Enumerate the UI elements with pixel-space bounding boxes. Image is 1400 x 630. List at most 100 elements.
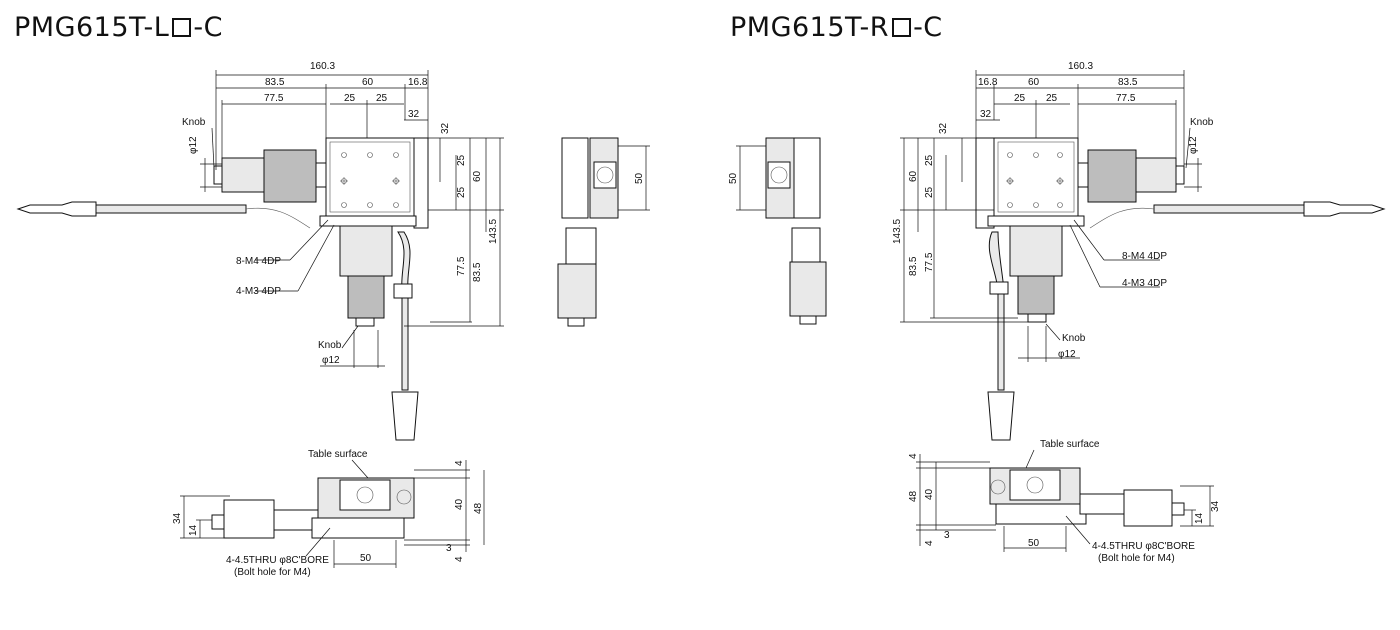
dim-left-60-v: 60 — [472, 170, 483, 182]
right-side-view — [736, 137, 827, 325]
dim-right-front-48: 48 — [908, 490, 919, 502]
model-title-right-prefix: PMG615T-R — [730, 12, 890, 43]
left-front-center-hole — [356, 486, 374, 504]
model-variant-box-icon — [172, 18, 192, 37]
dim-right-front-14: 14 — [1194, 512, 1205, 524]
dim-left-side-50: 50 — [634, 172, 645, 184]
dim-left-160-3: 160.3 — [310, 61, 335, 72]
left-cable-connector — [16, 201, 97, 217]
dim-right-side-50: 50 — [728, 172, 739, 184]
right-front-knob — [1171, 502, 1185, 516]
label-right-bolt-1: 4-4.5THRU φ8C'BORE — [1092, 541, 1195, 552]
right-mount-holes — [1006, 152, 1064, 208]
dim-right-83-5: 83.5 — [1118, 77, 1138, 88]
label-left-table-surface: Table surface — [308, 449, 368, 460]
right-carriage-plate — [987, 215, 1085, 227]
left-front-shaft — [273, 509, 319, 531]
left-top-view — [16, 137, 429, 441]
right-side-knob — [799, 315, 817, 325]
dim-left-77-5-v: 77.5 — [456, 256, 467, 276]
right-cable-horizontal — [1153, 204, 1305, 214]
dim-left-83-5-v: 83.5 — [472, 262, 483, 282]
model-title-right-suffix: -C — [913, 12, 943, 43]
dim-left-front-4-top: 4 — [454, 460, 465, 466]
dim-left-phi12-bottom: φ12 — [322, 355, 340, 366]
right-lower-motor — [1017, 275, 1055, 315]
dim-left-83-5: 83.5 — [265, 77, 285, 88]
right-stage-body — [993, 137, 1079, 217]
dim-right-32-top: 32 — [980, 109, 992, 120]
left-knob-bottom — [355, 317, 375, 327]
dim-right-front-4-top: 4 — [908, 453, 919, 459]
dim-right-front-34: 34 — [1210, 500, 1221, 512]
dim-right-32-side: 32 — [938, 122, 949, 134]
dim-right-25-v1: 25 — [924, 154, 935, 166]
model-title-right: PMG615T-R -C — [730, 12, 943, 43]
left-stage-table — [329, 141, 411, 213]
right-front-table — [1009, 469, 1061, 501]
dim-right-160-3: 160.3 — [1068, 61, 1093, 72]
label-right-bolt-2: (Bolt hole for M4) — [1098, 553, 1175, 564]
dim-left-32-top: 32 — [408, 109, 420, 120]
right-top-view — [975, 137, 1386, 441]
left-side-rail — [561, 137, 589, 219]
label-left-m3: 4-M3 4DP — [236, 286, 281, 297]
left-motor-body — [263, 149, 317, 203]
left-cable-vertical — [397, 231, 411, 391]
right-knob-bottom — [1027, 313, 1047, 323]
dim-right-front-3: 3 — [944, 530, 950, 541]
label-right-knob-bottom: Knob — [1062, 333, 1086, 344]
dim-right-16-8: 16.8 — [978, 77, 998, 88]
model-title-left: PMG615T-L -C — [14, 12, 223, 43]
dim-right-front-4-bottom: 4 — [924, 540, 935, 546]
right-side-bearing-circle — [770, 166, 788, 184]
left-cable-plug — [391, 391, 419, 441]
dim-left-front-14: 14 — [188, 524, 199, 536]
model-title-left-suffix: -C — [193, 12, 223, 43]
dim-left-front-48: 48 — [473, 502, 484, 514]
right-front-base — [995, 503, 1087, 525]
right-side-bearing — [767, 161, 791, 189]
right-side-mid — [791, 227, 821, 263]
dim-left-143-5: 143.5 — [488, 219, 499, 244]
label-right-m4: 8-M4 4DP — [1122, 251, 1167, 262]
dim-left-25b: 25 — [376, 93, 388, 104]
left-cable-clamp — [393, 283, 413, 299]
right-knob-top — [1175, 165, 1185, 185]
left-stage-body — [325, 137, 415, 217]
right-cable-clamp — [989, 281, 1009, 295]
model-title-left-prefix: PMG615T-L — [14, 12, 170, 43]
dim-right-phi12-side: φ12 — [1188, 136, 1199, 154]
left-side-view — [557, 137, 650, 327]
right-side-block — [975, 137, 995, 229]
left-side-block — [413, 137, 429, 229]
label-left-knob-bottom: Knob — [318, 340, 342, 351]
dim-right-25b: 25 — [1046, 93, 1058, 104]
left-motor-coupling — [315, 162, 327, 188]
left-side-mid — [565, 227, 597, 265]
left-front-knob-icon — [396, 489, 412, 505]
right-front-knob-icon — [990, 479, 1006, 495]
right-side-motor — [789, 261, 827, 317]
right-cable-plug — [987, 391, 1015, 441]
right-cable-connector — [1303, 201, 1386, 217]
dim-right-60-v: 60 — [908, 170, 919, 182]
dim-left-60: 60 — [362, 77, 374, 88]
left-front-motor — [223, 499, 275, 539]
right-stage-table — [997, 141, 1075, 213]
dim-right-60: 60 — [1028, 77, 1040, 88]
dim-left-77-5: 77.5 — [264, 93, 284, 104]
dim-right-25a: 25 — [1014, 93, 1026, 104]
dim-left-25-v2: 25 — [456, 186, 467, 198]
right-front-dimension-lines — [916, 449, 1214, 552]
label-left-m4: 8-M4 4DP — [236, 256, 281, 267]
left-motor-housing — [221, 157, 269, 193]
right-motor-coupling — [1077, 162, 1089, 188]
right-front-view — [989, 467, 1185, 527]
dim-right-phi12-bottom: φ12 — [1058, 349, 1076, 360]
left-lower-motor — [347, 275, 385, 319]
label-left-bolt-1: 4-4.5THRU φ8C'BORE — [226, 555, 329, 566]
dim-left-front-40: 40 — [454, 498, 465, 510]
dim-left-32-side: 32 — [440, 122, 451, 134]
dim-left-25a: 25 — [344, 93, 356, 104]
